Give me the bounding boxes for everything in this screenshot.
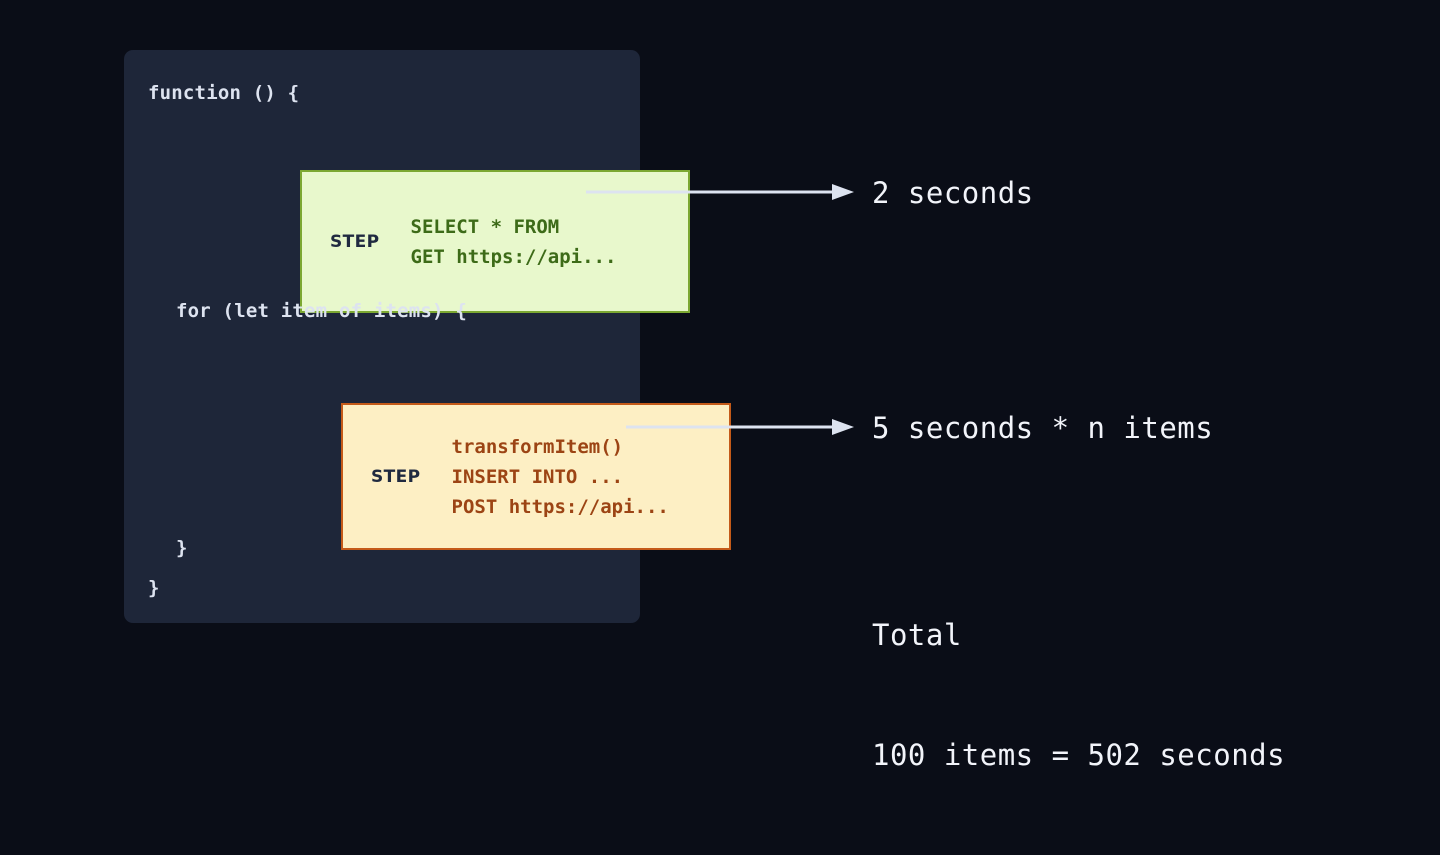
timing-annotation-step-1: 2 seconds — [872, 176, 1034, 210]
total-summary: Total 100 items = 502 seconds — [872, 535, 1285, 855]
step-box-transform[interactable]: STEP transformItem() INSERT INTO ... POS… — [341, 403, 731, 550]
timing-annotation-step-2: 5 seconds * n items — [872, 411, 1214, 445]
step-label: STEP — [371, 466, 421, 487]
code-line-for-open: for (let item of items) { — [176, 300, 467, 322]
step-code-text: transformItem() INSERT INTO ... POST htt… — [451, 435, 669, 518]
code-panel: function () { STEP SELECT * FROM GET htt… — [124, 50, 731, 623]
step-box-query[interactable]: STEP SELECT * FROM GET https://api... — [300, 170, 690, 313]
code-line-function-close: } — [148, 577, 160, 599]
arrow-right-icon — [586, 184, 854, 200]
step-code-text: SELECT * FROM GET https://api... — [410, 215, 617, 268]
step-label: STEP — [330, 231, 380, 252]
total-value: 100 items = 502 seconds — [872, 738, 1286, 772]
code-line-function-open: function () { — [148, 82, 300, 104]
diagram-canvas: function () { STEP SELECT * FROM GET htt… — [124, 50, 1285, 772]
arrow-right-icon — [626, 419, 854, 435]
code-line-for-close: } — [176, 537, 188, 559]
total-label: Total — [872, 618, 962, 652]
